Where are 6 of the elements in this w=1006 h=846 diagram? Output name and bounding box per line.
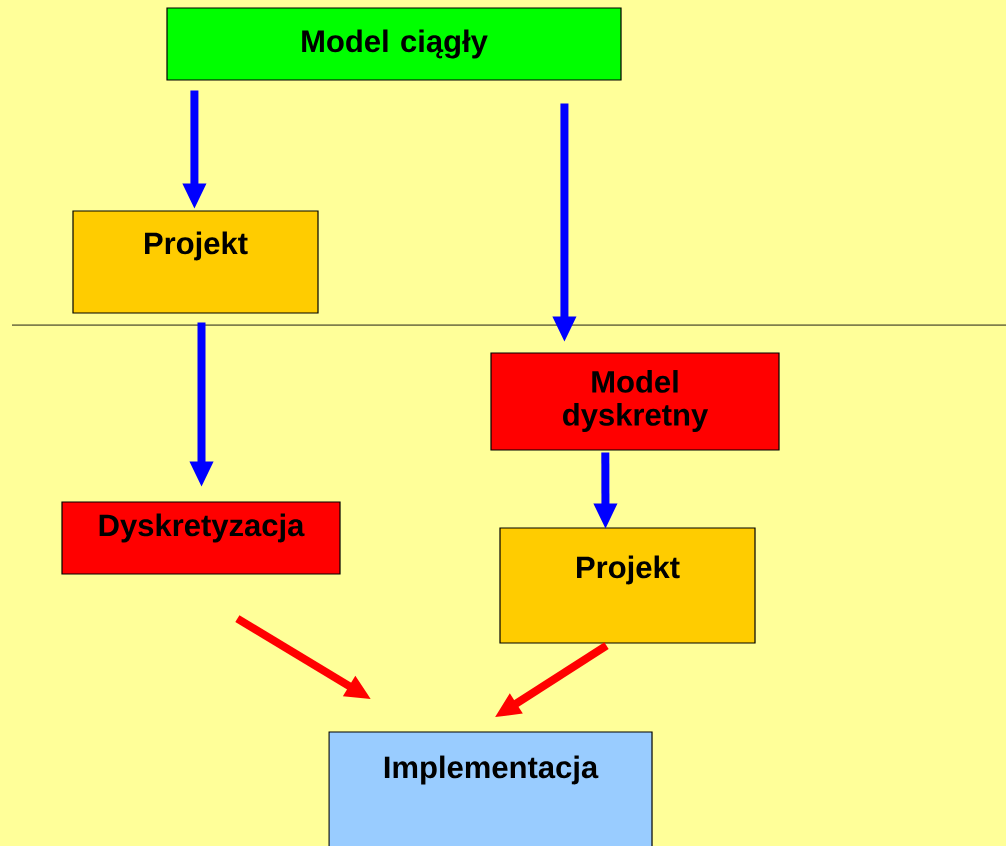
process-box: Implementacja <box>328 731 653 846</box>
process-box: Model ciągły <box>166 7 622 81</box>
process-box: Dyskretyzacja <box>61 501 341 575</box>
process-box: Projekt <box>72 210 319 314</box>
process-box: Model dyskretny <box>490 352 780 451</box>
process-box: Projekt <box>499 527 756 644</box>
